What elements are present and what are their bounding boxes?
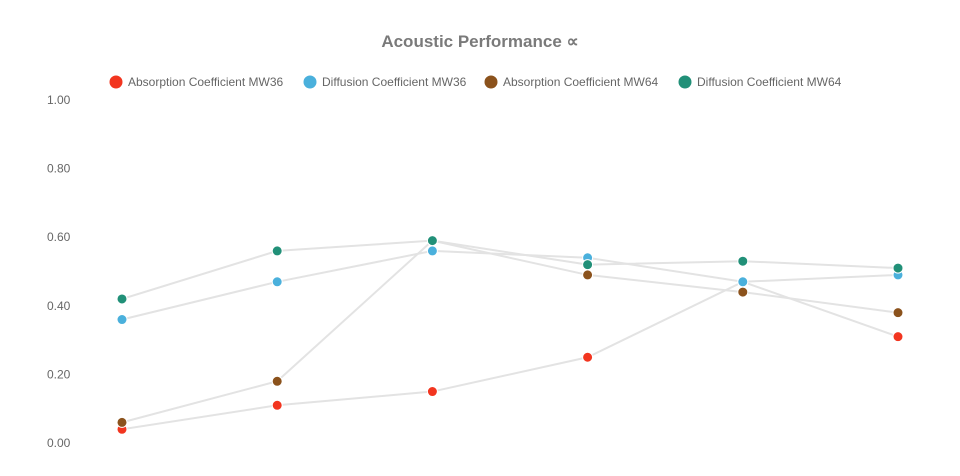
data-point-series-2[interactable] (737, 286, 749, 298)
legend-marker-diffusion-mw36 (302, 74, 318, 90)
data-point-series-0[interactable] (426, 386, 438, 398)
legend-label-absorption-mw64: Absorption Coefficient MW64 (503, 75, 659, 89)
legend-label-diffusion-mw64: Diffusion Coefficient MW64 (697, 75, 842, 89)
data-point-series-1[interactable] (737, 276, 749, 288)
legend-marker-diffusion-mw64 (677, 74, 693, 90)
y-tick-label: 0.00 (47, 436, 71, 450)
data-point-series-3[interactable] (737, 255, 749, 267)
y-tick-label: 0.60 (47, 230, 71, 244)
series-line-3 (121, 239, 899, 300)
data-point-series-2[interactable] (116, 416, 128, 428)
series-line-0 (121, 280, 899, 431)
data-point-series-1[interactable] (116, 314, 128, 326)
legend-marker-absorption-mw64 (483, 74, 499, 90)
data-point-series-3[interactable] (892, 262, 904, 274)
legend: Absorption Coefficient MW36 Diffusion Co… (108, 74, 842, 90)
series-points (116, 235, 904, 435)
y-tick-label: 0.40 (47, 299, 71, 313)
legend-item-diffusion-mw36[interactable]: Diffusion Coefficient MW36 (302, 74, 467, 90)
data-point-series-1[interactable] (271, 276, 283, 288)
legend-label-absorption-mw36: Absorption Coefficient MW36 (128, 75, 284, 89)
data-point-series-1[interactable] (426, 245, 438, 257)
y-tick-label: 1.00 (47, 93, 71, 107)
y-tick-label: 0.20 (47, 367, 71, 381)
data-point-series-2[interactable] (271, 375, 283, 387)
data-point-series-2[interactable] (892, 307, 904, 319)
chart-title: Acoustic Performance ∝ (381, 32, 578, 51)
legend-label-diffusion-mw36: Diffusion Coefficient MW36 (322, 75, 467, 89)
y-tick-label: 0.80 (47, 162, 71, 176)
data-point-series-3[interactable] (116, 293, 128, 305)
legend-item-absorption-mw64[interactable]: Absorption Coefficient MW64 (483, 74, 659, 90)
data-point-series-0[interactable] (271, 399, 283, 411)
series-line-1 (121, 249, 899, 321)
data-point-series-3[interactable] (271, 245, 283, 257)
data-point-series-0[interactable] (582, 351, 594, 363)
data-point-series-2[interactable] (582, 269, 594, 281)
data-point-series-3[interactable] (426, 235, 438, 247)
y-axis: 0.00 0.20 0.40 0.60 0.80 1.00 (47, 93, 71, 450)
series-line-2 (121, 239, 899, 424)
legend-item-absorption-mw36[interactable]: Absorption Coefficient MW36 (108, 74, 284, 90)
data-point-series-3[interactable] (582, 259, 594, 271)
data-point-series-0[interactable] (892, 331, 904, 343)
legend-item-diffusion-mw64[interactable]: Diffusion Coefficient MW64 (677, 74, 842, 90)
series-lines (121, 239, 899, 431)
legend-marker-absorption-mw36 (108, 74, 124, 90)
